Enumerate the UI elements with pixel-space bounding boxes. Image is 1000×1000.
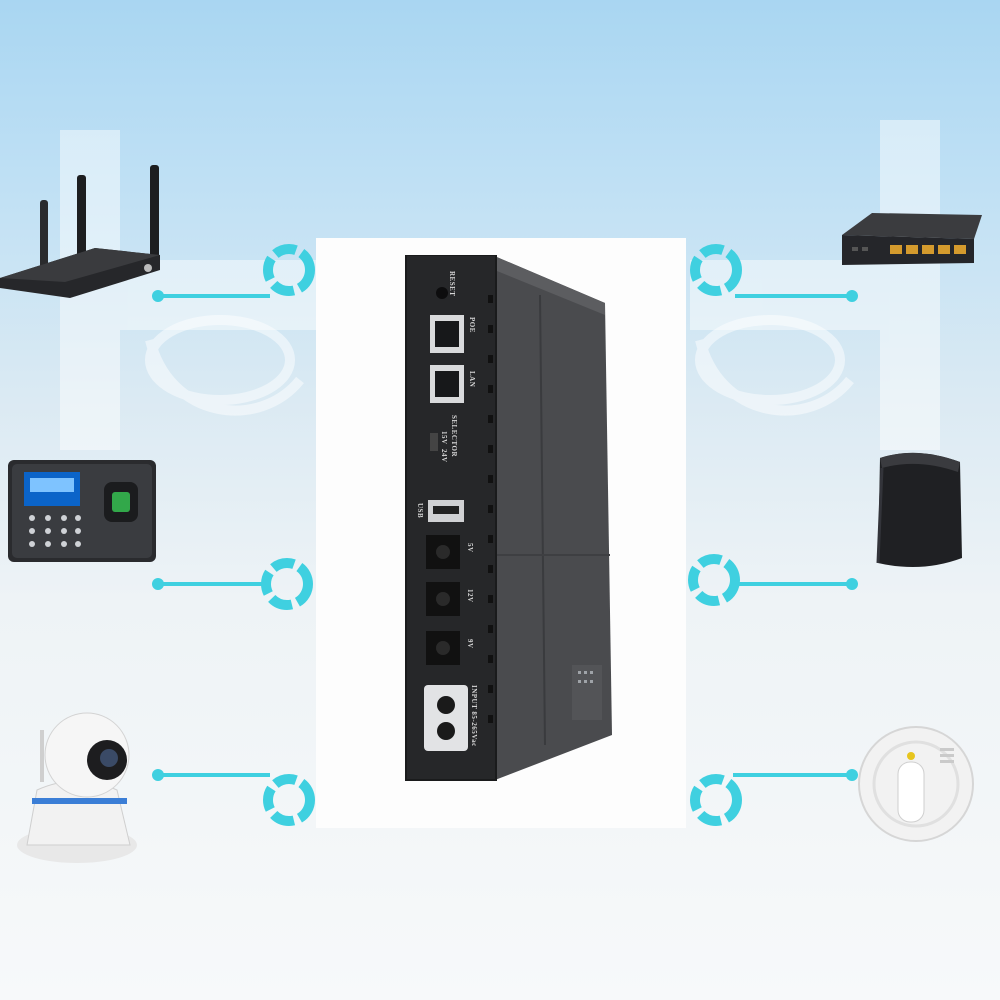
reset-label: RESET bbox=[448, 271, 456, 297]
output-9v-label: 9V bbox=[466, 639, 474, 649]
selector-label: SELECTOR bbox=[450, 415, 458, 457]
smoke-detector-icon bbox=[858, 726, 974, 842]
output-12v-label: 12V bbox=[466, 589, 474, 603]
modem-icon bbox=[876, 452, 962, 567]
ac-input-label: INPUT 85-265Vac bbox=[470, 685, 478, 747]
mini-ups-device: RESET POE LAN SELECTOR 15V 24V USB 5V 12… bbox=[400, 254, 615, 785]
fingerprint-terminal-icon bbox=[8, 460, 156, 562]
usb-label: USB bbox=[416, 503, 424, 519]
selector-24v-label: 24V bbox=[440, 449, 448, 463]
lan-label: LAN bbox=[468, 371, 476, 388]
router-icon bbox=[0, 165, 160, 298]
ip-camera-icon bbox=[17, 712, 137, 863]
output-5v-label: 5V bbox=[466, 543, 474, 553]
poe-label: POE bbox=[468, 317, 476, 333]
selector-15v-label: 15V bbox=[440, 431, 448, 445]
ups-body bbox=[405, 254, 612, 781]
network-switch-icon bbox=[842, 213, 982, 265]
